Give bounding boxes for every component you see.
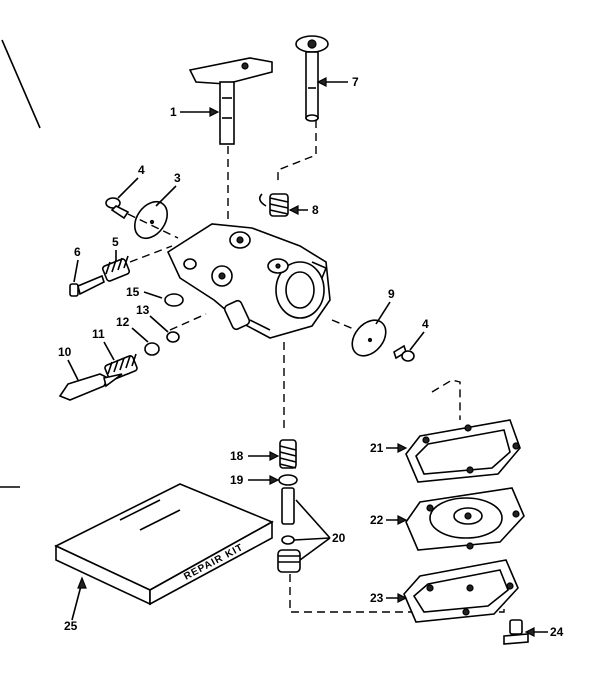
leader-dash (129, 245, 173, 263)
part-4-screw-right (393, 344, 415, 362)
callout-7: 7 (316, 75, 359, 89)
carburetor-body (166, 223, 331, 339)
callout-13: 13 (136, 303, 169, 333)
part-6-idle-screw (69, 274, 105, 297)
callout-9: 9 (375, 287, 395, 325)
svg-text:8: 8 (312, 203, 319, 217)
callout-11: 11 (92, 327, 115, 361)
svg-text:10: 10 (58, 345, 72, 359)
leader-dash (431, 379, 461, 420)
part-3-throttle-plate (133, 200, 169, 240)
part-7-choke-shaft (295, 35, 329, 122)
svg-text:23: 23 (370, 591, 384, 605)
svg-text:22: 22 (370, 513, 384, 527)
callout-21: 21 (370, 441, 408, 455)
part-10-needle-valve (58, 373, 123, 401)
callout-4-top: 4 (117, 163, 145, 199)
part-13-washer (166, 331, 180, 343)
svg-text:4: 4 (138, 163, 145, 177)
part-22-diaphragm (405, 487, 525, 551)
svg-text:18: 18 (230, 449, 244, 463)
part-8-choke-spring (258, 193, 289, 217)
callout-20: 20 (293, 499, 346, 561)
part-21-gasket (405, 419, 521, 483)
svg-text:9: 9 (388, 287, 395, 301)
callout-10: 10 (58, 345, 79, 381)
svg-text:20: 20 (332, 531, 346, 545)
svg-text:11: 11 (92, 327, 105, 341)
callout-22: 22 (370, 513, 408, 527)
svg-text:6: 6 (74, 245, 81, 259)
callout-5: 5 (112, 235, 119, 262)
part-11-mixture-spring (104, 353, 138, 381)
leader-dash (331, 319, 357, 331)
callout-15: 15 (126, 285, 163, 299)
svg-text:19: 19 (230, 473, 244, 487)
leader-dash (127, 213, 179, 239)
callout-23: 23 (370, 591, 408, 605)
callout-6: 6 (73, 245, 81, 283)
callout-8: 8 (288, 203, 319, 217)
part-25-repair-kit: REPAIR KIT (54, 483, 274, 606)
part-12-washer (144, 342, 160, 356)
part-5-idle-spring (101, 255, 131, 282)
callout-18: 18 (230, 449, 280, 463)
callout-25: 25 (64, 576, 87, 633)
callout-24: 24 (524, 625, 564, 639)
part-18-inlet-spring (279, 439, 297, 469)
svg-text:1: 1 (170, 105, 177, 119)
svg-text:25: 25 (64, 619, 78, 633)
corner-line (1, 39, 41, 129)
part-1-throttle-shaft (188, 57, 273, 145)
callout-1: 1 (170, 105, 220, 119)
part-19-washer (278, 474, 298, 486)
part-23-gasket (403, 559, 519, 623)
svg-text:21: 21 (370, 441, 384, 455)
callout-3: 3 (155, 171, 181, 207)
callout-12: 12 (116, 315, 149, 343)
svg-text:24: 24 (550, 625, 564, 639)
part-9-choke-plate (351, 319, 387, 357)
callout-4-right: 4 (409, 317, 429, 351)
callout-19: 19 (230, 473, 280, 487)
svg-text:12: 12 (116, 315, 130, 329)
svg-text:5: 5 (112, 235, 119, 249)
part-20-inlet-needle-seat (277, 487, 301, 573)
part-15-o-ring (164, 293, 184, 307)
svg-text:4: 4 (422, 317, 429, 331)
leader-dash (169, 313, 207, 331)
svg-text:15: 15 (126, 285, 140, 299)
part-4-screw-top (105, 197, 130, 220)
svg-text:3: 3 (174, 171, 181, 185)
svg-text:7: 7 (352, 75, 359, 89)
leader-dash (277, 120, 317, 182)
svg-text:13: 13 (136, 303, 150, 317)
part-24-cover-screw (503, 619, 529, 645)
